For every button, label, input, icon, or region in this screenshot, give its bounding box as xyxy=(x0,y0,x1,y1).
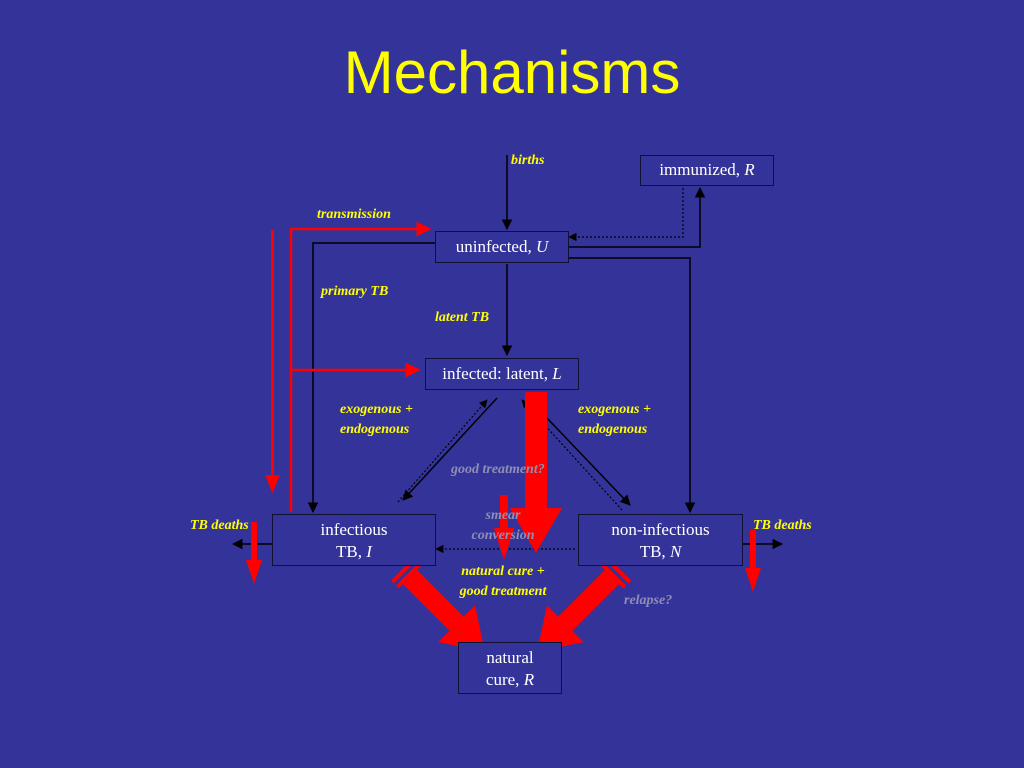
red-down-arrows xyxy=(246,230,761,592)
births-label: births xyxy=(511,153,545,168)
natural-cure-line-b: good treatment xyxy=(459,584,547,599)
immunized-symbol: R xyxy=(744,160,755,179)
infectious-box: infectious TB, I xyxy=(272,514,436,566)
latent-to-cure-red-arrow xyxy=(510,392,562,553)
left-red-down-arrow xyxy=(265,230,280,493)
uninfected-box: uninfected, U xyxy=(435,231,569,263)
relapse-label: relapse? xyxy=(624,593,673,608)
transmission-arrow xyxy=(289,221,432,512)
natural-cure-box: natural cure, R xyxy=(458,642,562,694)
latent-to-infectious-arrow xyxy=(402,397,498,501)
natural-cure-line1: natural xyxy=(486,648,534,667)
noninfectious-symbol: N xyxy=(669,542,682,561)
exogenous-left-line1: exogenous + xyxy=(340,402,413,417)
slide-title: Mechanisms xyxy=(343,39,681,106)
tb-deaths-right-label: TB deaths xyxy=(753,518,812,533)
primary-tb-label: primary TB xyxy=(321,284,389,299)
good-treatment-left-arrow xyxy=(397,399,488,503)
exogenous-left-label: exogenous + endogenous xyxy=(340,400,413,440)
infectious-symbol: I xyxy=(366,542,372,561)
uninfected-label: uninfected, xyxy=(455,237,536,256)
natural-cure-symbol: R xyxy=(523,670,535,689)
infectious-deaths-red-arrow xyxy=(246,522,262,584)
primary-tb-to-infectious-arrow xyxy=(307,242,435,514)
smear-line1: smear xyxy=(485,508,521,523)
good-treatment-right-arrow xyxy=(521,399,623,511)
noninfectious-box: non-infectious TB, N xyxy=(578,514,743,566)
immunized-label: immunized, xyxy=(659,160,745,179)
noninfectious-line2: TB, xyxy=(639,542,670,561)
natural-cure-line2: cure, xyxy=(485,670,524,689)
natural-cure-treatment-label: natural cure + good treatment xyxy=(443,562,563,602)
uninfected-symbol: U xyxy=(535,237,549,256)
latent-symbol: L xyxy=(552,364,562,383)
latent-box: infected: latent, L xyxy=(425,358,579,390)
thick-red-arrows xyxy=(390,392,632,652)
red-transmission-arrows xyxy=(289,221,432,512)
latent-to-noninfectious-arrow xyxy=(544,415,631,506)
latent-label: infected: latent, xyxy=(442,364,553,383)
noninfectious-line1: non-infectious xyxy=(611,520,710,539)
exogenous-left-line2: endogenous xyxy=(340,422,410,437)
noninfectious-deaths-red-arrow xyxy=(745,530,761,592)
infectious-line2: TB, xyxy=(336,542,367,561)
smear-conversion-label: smear conversion xyxy=(458,506,548,546)
latent-tb-label: latent TB xyxy=(435,310,490,325)
natural-cure-line-a: natural cure + xyxy=(461,564,545,579)
exogenous-right-line2: endogenous xyxy=(578,422,648,437)
smear-red-arrow xyxy=(494,495,514,560)
transmission-label: transmission xyxy=(317,207,391,222)
tb-deaths-left-label: TB deaths xyxy=(190,518,249,533)
exogenous-right-label: exogenous + endogenous xyxy=(578,400,651,440)
uninfected-to-immunized-arrow xyxy=(569,186,706,248)
primary-tb-to-noninfectious-arrow xyxy=(569,257,696,514)
exogenous-right-line1: exogenous + xyxy=(578,402,651,417)
infectious-to-cure-red-arrow xyxy=(390,557,485,652)
immunization-return-arrow xyxy=(568,188,684,242)
immunized-box: immunized, R xyxy=(640,155,774,186)
infectious-line1: infectious xyxy=(320,520,388,539)
smear-line2: conversion xyxy=(471,528,535,543)
flow-arrows xyxy=(231,155,784,550)
good-treatment-label: good treatment? xyxy=(451,462,545,477)
